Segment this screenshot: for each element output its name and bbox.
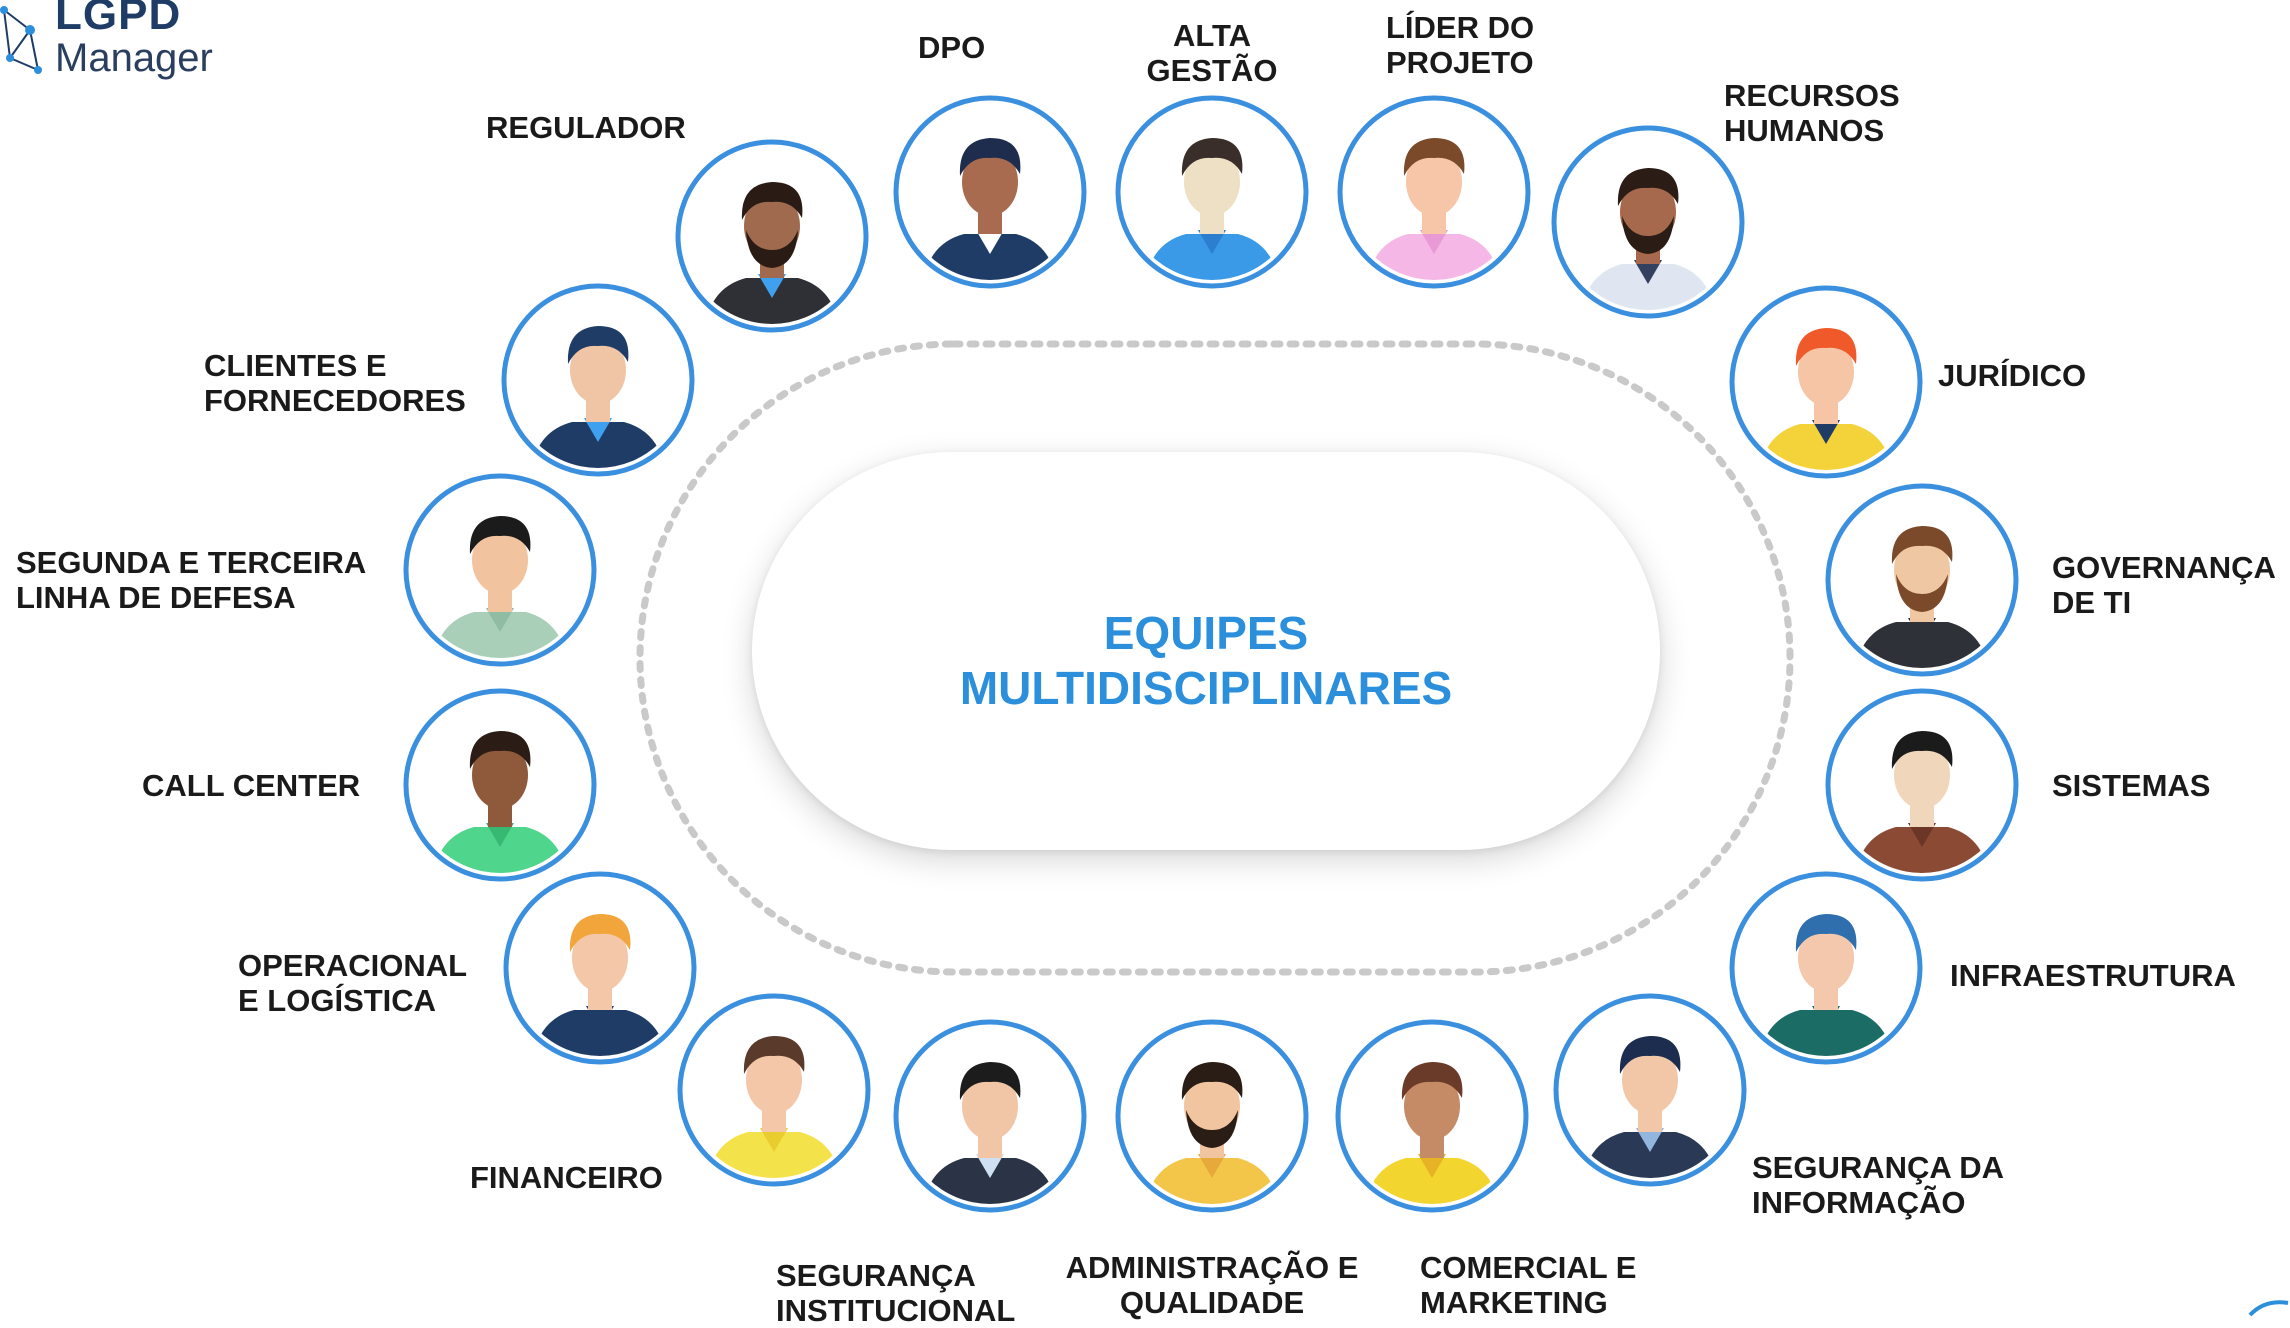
role-label-line: COMERCIAL E bbox=[1420, 1250, 1637, 1285]
role-label-line: PROJETO bbox=[1386, 45, 1534, 80]
woman-yellow-top-avatar-icon bbox=[677, 993, 871, 1187]
role-label-infraestrutura: INFRAESTRUTURA bbox=[1950, 958, 2236, 993]
bearded-man-suit-avatar-icon bbox=[675, 139, 869, 333]
bearded-man-yellow-shirt-avatar-icon bbox=[1115, 1019, 1309, 1213]
man-quiff-suit-avatar-icon bbox=[501, 283, 695, 477]
role-label-line: SISTEMAS bbox=[2052, 768, 2211, 803]
role-label-line: DE TI bbox=[2052, 585, 2132, 620]
man-vest-avatar-icon bbox=[893, 1019, 1087, 1213]
role-label-financeiro: FINANCEIRO bbox=[470, 1160, 663, 1195]
bearded-man-tie-avatar-icon bbox=[1551, 125, 1745, 319]
role-label-sistemas: SISTEMAS bbox=[2052, 768, 2210, 803]
role-label-line: INSTITUCIONAL bbox=[776, 1293, 1016, 1328]
role-label-line: FINANCEIRO bbox=[470, 1160, 663, 1195]
corner-swoosh-icon bbox=[2248, 1300, 2289, 1317]
role-label-call-center: CALL CENTER bbox=[142, 768, 360, 803]
role-label-line: INFRAESTRUTURA bbox=[1950, 958, 2236, 993]
brand-logo: LGPD Manager bbox=[0, 0, 260, 90]
red-haired-woman-avatar-icon bbox=[1729, 285, 1923, 479]
man-blue-shirt-avatar-icon bbox=[1115, 95, 1309, 289]
role-label-line: ALTA bbox=[1172, 18, 1252, 53]
network-logo-icon bbox=[0, 6, 42, 74]
role-label-line: SEGURANÇA bbox=[776, 1258, 976, 1293]
center-title-line1: EQUIPES bbox=[1103, 607, 1309, 659]
man-brown-shirt-avatar-icon bbox=[1825, 688, 2019, 882]
role-label-line: RECURSOS bbox=[1724, 78, 1900, 113]
man-pink-shirt-avatar-icon bbox=[1337, 95, 1531, 289]
two-women-avatar-icon bbox=[1335, 1019, 1529, 1213]
role-label-line: FORNECEDORES bbox=[204, 383, 466, 418]
role-label-line: ADMINISTRAÇÃO E bbox=[1065, 1250, 1359, 1285]
role-label-line: DPO bbox=[918, 30, 986, 65]
role-label-regulador: REGULADOR bbox=[486, 110, 686, 145]
role-label-line: GESTÃO bbox=[1146, 53, 1278, 88]
role-label-line: JURÍDICO bbox=[1938, 358, 2087, 393]
role-label-juridico: JURÍDICO bbox=[1938, 358, 2086, 393]
role-label-line: MARKETING bbox=[1420, 1285, 1608, 1320]
role-label-line: HUMANOS bbox=[1724, 113, 1885, 148]
role-label-line: OPERACIONAL bbox=[238, 948, 468, 983]
role-label-line: QUALIDADE bbox=[1119, 1285, 1305, 1320]
role-label-line: CALL CENTER bbox=[142, 768, 361, 803]
brand-name: LGPD bbox=[55, 0, 182, 39]
curly-hair-man-avatar-icon bbox=[403, 473, 597, 667]
role-label-line: SEGURANÇA DA bbox=[1752, 1150, 2005, 1185]
center-pill bbox=[752, 452, 1660, 850]
man-green-shirt-avatar-icon bbox=[403, 688, 597, 882]
woman-dark-hair-bun-avatar-icon bbox=[893, 95, 1087, 289]
bearded-man-dark-shirt-avatar-icon bbox=[1825, 483, 2019, 677]
blond-man-avatar-icon bbox=[503, 871, 697, 1065]
role-label-line: REGULADOR bbox=[486, 110, 686, 145]
role-label-line: GOVERNANÇA bbox=[2052, 550, 2276, 585]
center-title-line2: MULTIDISCIPLINARES bbox=[959, 662, 1453, 714]
woman-long-dark-hair-avatar-icon bbox=[1553, 993, 1747, 1187]
role-label-line: CLIENTES E bbox=[204, 348, 387, 383]
role-label-dpo: DPO bbox=[918, 30, 985, 65]
role-label-line: LINHA DE DEFESA bbox=[16, 580, 296, 615]
woman-blue-hair-avatar-icon bbox=[1729, 871, 1923, 1065]
role-label-line: LÍDER DO bbox=[1386, 10, 1535, 45]
role-label-line: INFORMAÇÃO bbox=[1752, 1185, 1966, 1220]
role-label-line: E LOGÍSTICA bbox=[238, 983, 437, 1018]
role-label-line: SEGUNDA E TERCEIRA bbox=[16, 545, 367, 580]
brand-subname: Manager bbox=[55, 36, 213, 80]
